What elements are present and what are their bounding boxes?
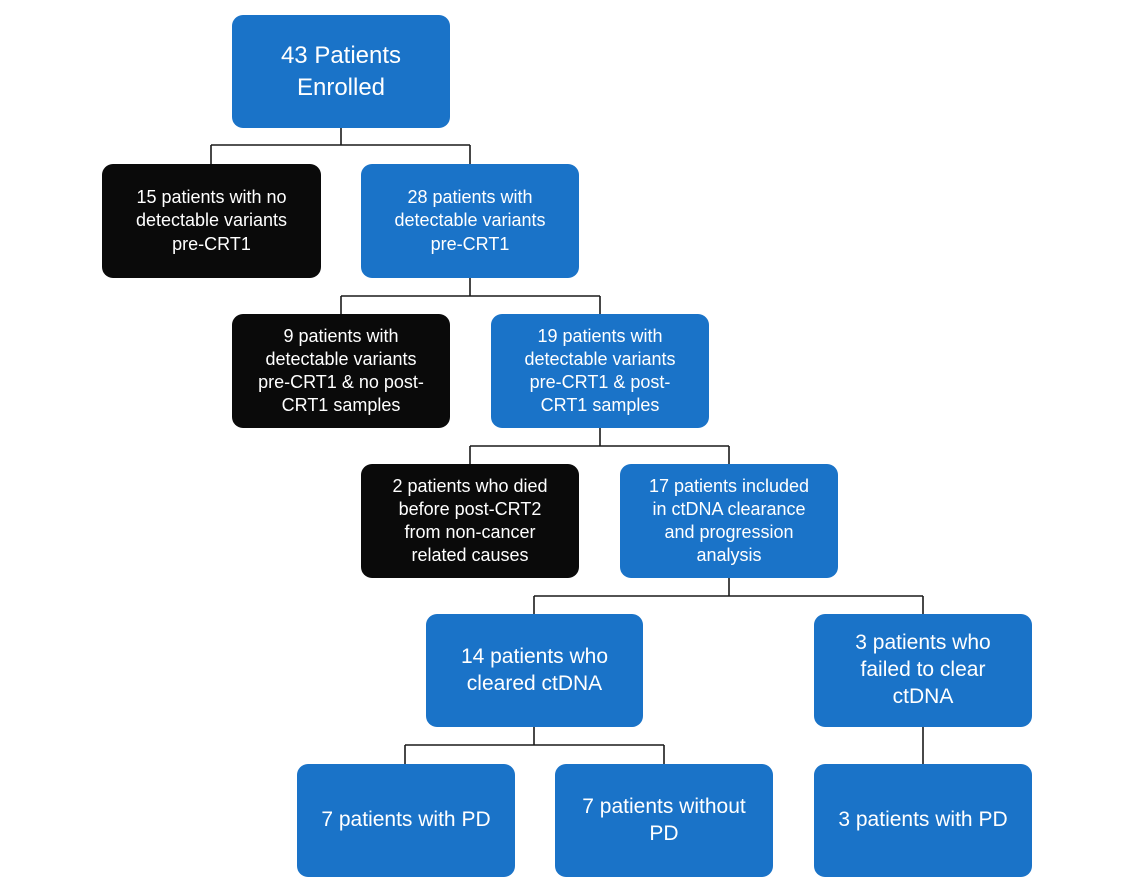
node-no-post-crt1-samples: 9 patients with detectable variants pre-… xyxy=(232,314,450,428)
node-cleared-without-pd: 7 patients without PD xyxy=(555,764,773,877)
node-no-detectable-variants: 15 patients with no detectable variants … xyxy=(102,164,321,278)
node-included-in-analysis: 17 patients included in ctDNA clearance … xyxy=(620,464,838,578)
node-cleared-with-pd: 7 patients with PD xyxy=(297,764,515,877)
node-patients-enrolled: 43 Patients Enrolled xyxy=(232,15,450,128)
node-died-non-cancer: 2 patients who died before post-CRT2 fro… xyxy=(361,464,579,578)
node-cleared-ctdna: 14 patients who cleared ctDNA xyxy=(426,614,643,727)
node-detectable-variants: 28 patients with detectable variants pre… xyxy=(361,164,579,278)
node-failed-with-pd: 3 patients with PD xyxy=(814,764,1032,877)
node-failed-to-clear-ctdna: 3 patients who failed to clear ctDNA xyxy=(814,614,1032,727)
node-post-crt1-samples: 19 patients with detectable variants pre… xyxy=(491,314,709,428)
